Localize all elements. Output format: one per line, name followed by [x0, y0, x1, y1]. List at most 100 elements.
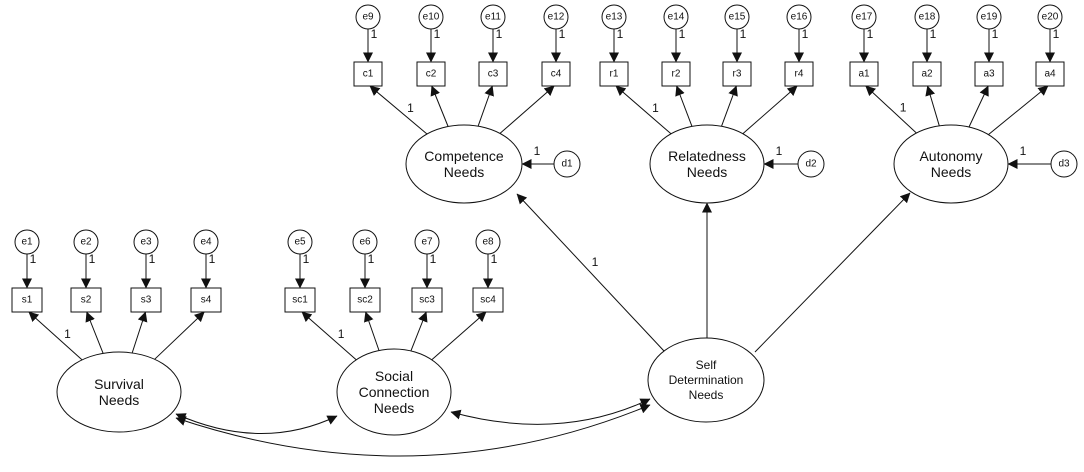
indicator-label: c2 — [426, 69, 437, 80]
indicator-box — [416, 61, 446, 87]
fixed-path-label: 1 — [430, 252, 437, 266]
disturbance-label: d3 — [1058, 159, 1070, 170]
error-circle — [287, 229, 313, 255]
error-circle — [976, 4, 1002, 30]
indicator-label: a2 — [921, 69, 933, 80]
error-circle — [133, 229, 159, 255]
indicator-label: s2 — [81, 295, 92, 306]
error-label: e7 — [421, 237, 433, 248]
latent-factor-label: Needs — [374, 400, 414, 416]
indicator-label: c4 — [551, 69, 562, 80]
loading-path-arrow — [721, 85, 738, 127]
fixed-path-label: 1 — [303, 252, 310, 266]
indicator-box — [11, 287, 43, 313]
latent-factor-label: Needs — [689, 388, 724, 402]
latent-factor-label: Social — [375, 368, 413, 384]
error-circle — [193, 229, 219, 255]
loading-path-arrow — [85, 311, 104, 354]
indicator-label: a4 — [1044, 69, 1056, 80]
indicator-label: sc1 — [292, 295, 308, 306]
fixed-path-label: 1 — [149, 252, 156, 266]
loading-path-arrow — [615, 85, 672, 135]
error-label: e9 — [362, 12, 374, 23]
fixed-path-label: 1 — [1053, 27, 1060, 41]
indicator-box — [411, 287, 443, 313]
latent-factor-label: Needs — [444, 164, 484, 180]
indicator-label: r4 — [795, 69, 804, 80]
latent-factor-self — [647, 337, 765, 423]
loading-path-arrow — [369, 85, 428, 135]
indicator-box — [190, 287, 222, 313]
disturbance-label: d1 — [561, 159, 573, 170]
loading-path-arrow — [131, 311, 148, 354]
error-circle — [1037, 4, 1063, 30]
latent-factor-label: Connection — [359, 384, 430, 400]
loading-path-arrow — [301, 311, 357, 361]
loading-path-arrow — [431, 311, 487, 361]
fixed-path-label: 1 — [434, 27, 441, 41]
indicator-label: a1 — [858, 69, 870, 80]
disturbance-circle — [1050, 150, 1078, 178]
error-circle — [14, 229, 40, 255]
covariance-survival-social — [175, 413, 338, 434]
indicator-box — [130, 287, 162, 313]
fixed-path-label: 1 — [64, 327, 71, 341]
error-circle — [914, 4, 940, 30]
indicator-label: r1 — [610, 69, 619, 80]
latent-factor-competence — [405, 124, 523, 204]
fixed-path-label: 1 — [617, 27, 624, 41]
loading-path-arrow — [865, 85, 917, 134]
indicator-label: s3 — [141, 295, 152, 306]
latent-factor-label: Needs — [931, 164, 971, 180]
fixed-path-label: 1 — [30, 252, 37, 266]
indicator-box — [599, 61, 629, 87]
error-label: e5 — [294, 237, 306, 248]
indicator-label: c1 — [363, 69, 374, 80]
error-circle — [352, 229, 378, 255]
indicator-box — [349, 287, 381, 313]
loading-path-arrow — [430, 85, 449, 127]
fixed-path-label: 1 — [1020, 144, 1027, 158]
error-label: e14 — [668, 12, 685, 23]
error-label: e15 — [729, 12, 746, 23]
fixed-path-label: 1 — [992, 27, 999, 41]
indicator-box — [70, 287, 102, 313]
indicator-box — [784, 61, 814, 87]
fixed-path-label: 1 — [776, 144, 783, 158]
loading-path-arrow — [364, 311, 380, 351]
indicator-box — [912, 61, 942, 87]
error-label: e1 — [21, 237, 33, 248]
loading-path-arrow — [154, 311, 205, 360]
error-circle — [475, 229, 501, 255]
error-circle — [543, 4, 569, 30]
fixed-path-label: 1 — [338, 327, 345, 341]
error-label: e12 — [548, 12, 565, 23]
error-label: e10 — [423, 12, 440, 23]
latent-factor-label: Relatedness — [668, 148, 746, 164]
fixed-path-label: 1 — [496, 27, 503, 41]
disturbance-circle — [797, 150, 825, 178]
error-circle — [73, 229, 99, 255]
indicator-box — [849, 61, 879, 87]
loading-path-arrow — [477, 85, 494, 127]
fixed-path-label: 1 — [930, 27, 937, 41]
error-label: e8 — [482, 237, 494, 248]
error-label: e20 — [1042, 12, 1059, 23]
indicator-box — [722, 61, 752, 87]
fixed-path-label: 1 — [491, 252, 498, 266]
disturbance-label: d2 — [805, 159, 817, 170]
loading-path-arrow — [925, 85, 940, 126]
fixed-path-label: 1 — [652, 101, 659, 115]
fixed-path-label: 1 — [802, 27, 809, 41]
latent-factor-label: Determination — [669, 373, 744, 387]
covariance-survival-self — [175, 404, 651, 457]
latent-factor-label: Needs — [99, 392, 139, 408]
fixed-path-label: 1 — [368, 252, 375, 266]
indicator-box — [974, 61, 1004, 87]
error-label: e19 — [981, 12, 998, 23]
fixed-path-label: 1 — [371, 27, 378, 41]
error-label: e16 — [791, 12, 808, 23]
error-circle — [851, 4, 877, 30]
loading-path-arrow — [675, 85, 693, 127]
